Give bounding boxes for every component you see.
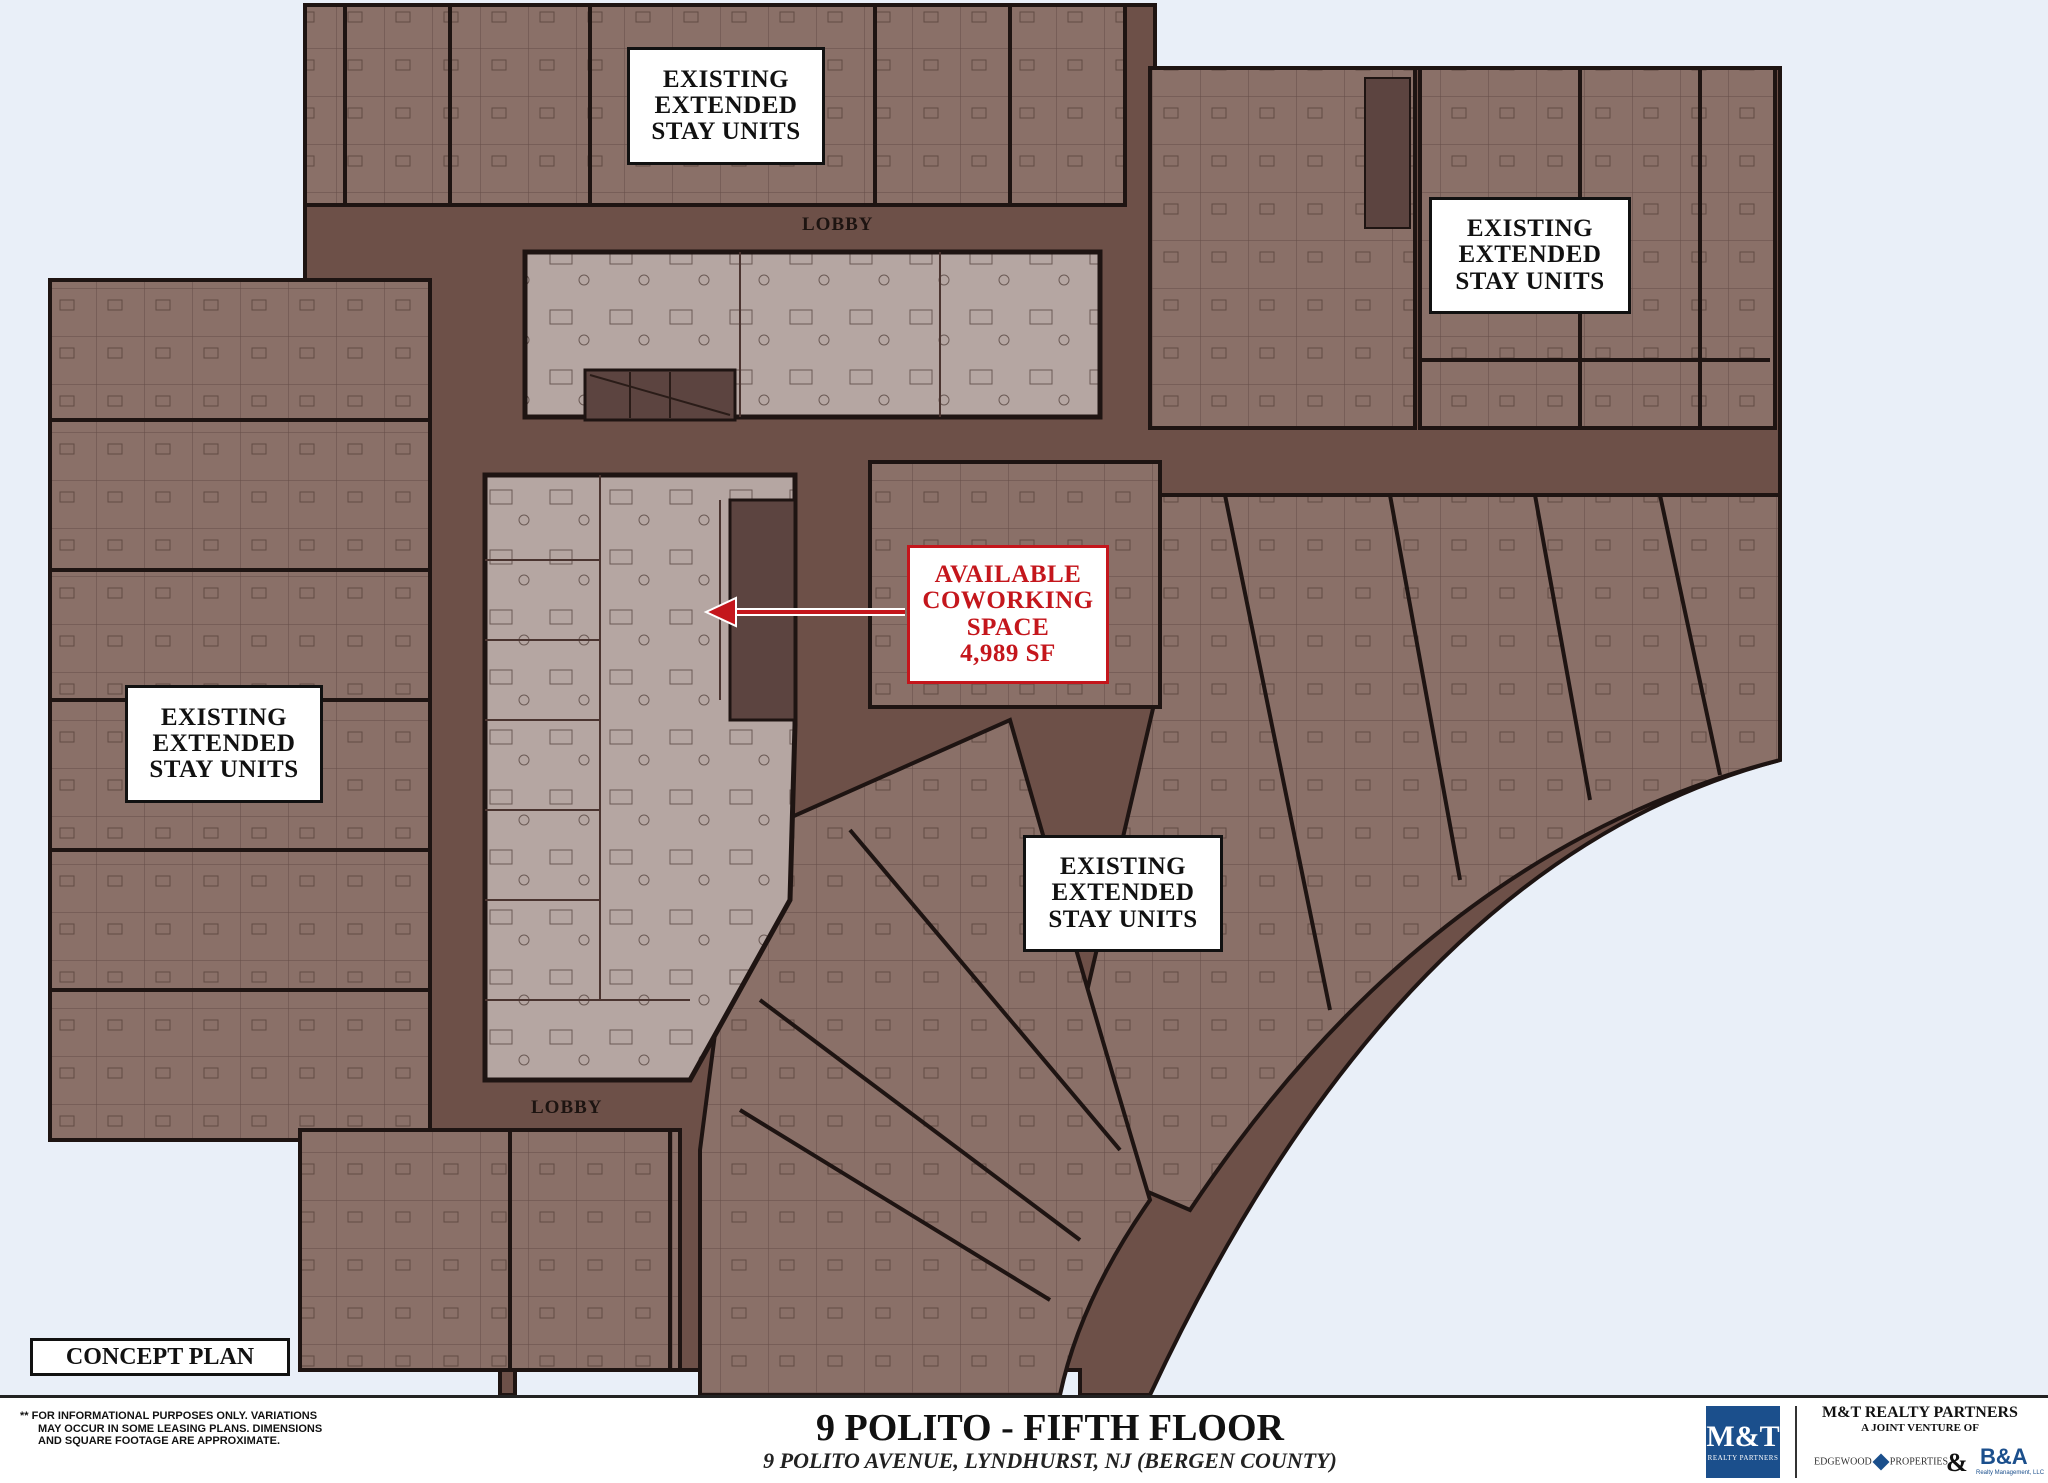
label-line: STAY UNITS xyxy=(1455,267,1605,295)
ba-sub: Realty Management, LLC xyxy=(1976,1470,2045,1476)
disclaimer-line: AND SQUARE FOOTAGE ARE APPROXIMATE. xyxy=(38,1435,281,1448)
label-line: EXISTING xyxy=(1059,853,1187,881)
coworking-upper xyxy=(522,249,1103,422)
logo-small-text: REALTY PARTNERS xyxy=(1707,1454,1779,1462)
label-line: AVAILABLE xyxy=(934,561,1082,588)
label-line: EXISTING xyxy=(160,703,288,731)
label-line: EXTENDED xyxy=(152,729,296,757)
label-line: EXTENDED xyxy=(1458,241,1602,269)
disclaimer: ** FOR INFORMATIONAL PURPOSES ONLY. VARI… xyxy=(20,1410,380,1448)
partner-sub: A JOINT VENTURE OF xyxy=(1861,1422,1979,1434)
ampersand: & xyxy=(1946,1448,1968,1477)
partner-name: M&T REALTY PARTNERS xyxy=(1822,1404,2018,1421)
disclaimer-line: MAY OCCUR IN SOME LEASING PLANS. DIMENSI… xyxy=(38,1422,323,1435)
label-line: 4,989 SF xyxy=(960,639,1056,667)
diamond-icon xyxy=(1872,1453,1890,1471)
ba-logo: B&A xyxy=(1980,1444,2028,1469)
label-line: COWORKING xyxy=(922,587,1094,615)
label-line: EXTENDED xyxy=(654,91,798,119)
disclaimer-line: ** FOR INFORMATIONAL PURPOSES ONLY. VARI… xyxy=(20,1410,318,1422)
label-left-units: EXISTING EXTENDED STAY UNITS xyxy=(125,685,323,803)
label-lower-right-units: EXISTING EXTENDED STAY UNITS xyxy=(1023,835,1223,952)
label-upper-right-units: EXISTING EXTENDED STAY UNITS xyxy=(1429,197,1631,314)
page-subtitle: 9 POLITO AVENUE, LYNDHURST, NJ (BERGEN C… xyxy=(763,1448,1337,1473)
logo-mark: M&T xyxy=(1706,1420,1780,1453)
footer-divider xyxy=(1795,1406,1797,1478)
footer: ** FOR INFORMATIONAL PURPOSES ONLY. VARI… xyxy=(0,1395,2048,1483)
partner-block: M&T REALTY PARTNERS A JOINT VENTURE OF xyxy=(1800,1404,2040,1434)
brand-row: EDGEWOOD PROPERTIES & B&A Realty Manageme… xyxy=(1808,1442,2044,1482)
coworking-arrow xyxy=(703,596,905,628)
label-line: EXISTING xyxy=(1466,215,1594,243)
lobby-label-bottom: LOBBY xyxy=(531,1097,603,1118)
edgewood-logo: EDGEWOOD PROPERTIES xyxy=(1814,1453,1949,1471)
label-line: STAY UNITS xyxy=(149,756,299,784)
label-line: STAY UNITS xyxy=(651,118,801,146)
units-right-radial xyxy=(1047,493,1782,1213)
label-line: SPACE xyxy=(966,613,1050,641)
concept-plan-badge: CONCEPT PLAN xyxy=(30,1338,290,1376)
edgewood-right: PROPERTIES xyxy=(1889,1456,1949,1468)
page-title: 9 POLITO - FIFTH FLOOR xyxy=(815,1407,1284,1449)
mt-logo: M&T REALTY PARTNERS xyxy=(1706,1406,1780,1478)
label-line: EXISTING xyxy=(662,65,790,93)
label-available-coworking: AVAILABLE COWORKING SPACE 4,989 SF xyxy=(907,545,1109,684)
label-line: EXTENDED xyxy=(1051,879,1195,907)
edgewood-left: EDGEWOOD xyxy=(1814,1456,1872,1468)
label-line: STAY UNITS xyxy=(1048,905,1198,933)
lobby-label-top: LOBBY xyxy=(802,214,874,235)
label-top-units: EXISTING EXTENDED STAY UNITS xyxy=(627,47,825,165)
